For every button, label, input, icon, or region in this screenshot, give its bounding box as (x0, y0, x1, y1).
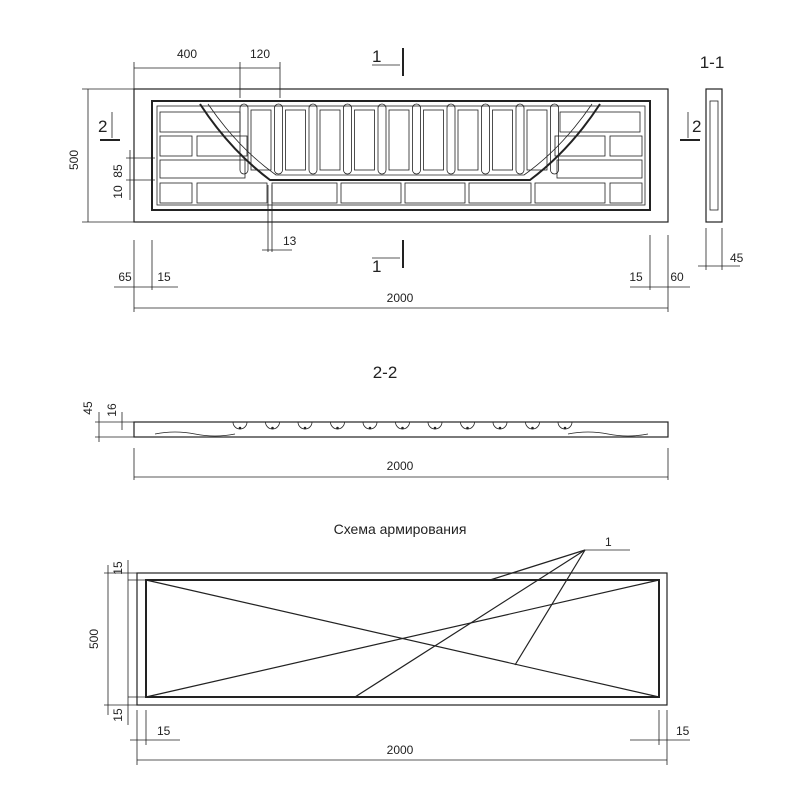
panel-cell (492, 109, 513, 171)
dim-13: 13 (283, 234, 297, 248)
plan-dimensions (82, 62, 690, 312)
cut-label-2-right: 2 (692, 117, 701, 136)
dim-15-left: 15 (157, 270, 171, 284)
rebar-dot (466, 426, 469, 430)
rib (550, 103, 559, 175)
dim-2000-section-2: 2000 (387, 459, 414, 473)
rebar-dot (401, 426, 404, 430)
panel-cell (354, 109, 375, 171)
brick-relief (271, 182, 338, 204)
brick-relief (159, 111, 241, 133)
rib (412, 103, 421, 175)
rebar-dot (498, 426, 502, 430)
dim-45-section-2: 45 (81, 401, 95, 415)
brick-relief (196, 135, 248, 157)
rib (515, 103, 525, 175)
dim-2000-reinforcement: 2000 (387, 743, 414, 757)
panel-plan-view (133, 88, 669, 223)
dim-500: 500 (67, 150, 81, 170)
brick-relief (404, 182, 466, 204)
dim-400: 400 (177, 47, 197, 61)
rib (377, 103, 387, 175)
dim-500-reinforcement: 500 (87, 629, 101, 649)
section-1-1-title: 1-1 (700, 53, 725, 72)
cut-label-1-top: 1 (372, 47, 381, 66)
brick-relief (196, 182, 268, 204)
brick-relief (556, 159, 643, 179)
brick-relief (534, 182, 606, 204)
brick-relief (159, 135, 193, 157)
dim-15-right-reinforcement: 15 (676, 724, 690, 738)
panel-cell (457, 109, 479, 171)
rebar-callout-1: 1 (605, 535, 612, 549)
dim-16-section-2: 16 (105, 403, 119, 417)
rib (239, 103, 249, 175)
panel-cell (423, 109, 444, 171)
brick-relief (609, 135, 643, 157)
panel-cell (319, 109, 341, 171)
panel-cell (285, 109, 306, 171)
rebar-dot (531, 426, 534, 430)
dim-15-bottom: 15 (111, 708, 125, 722)
section-2-2-title: 2-2 (373, 363, 398, 382)
section-2-2-view (133, 421, 669, 438)
rib (308, 103, 318, 175)
reinforcement-scheme (136, 549, 668, 706)
dim-15-top: 15 (111, 561, 125, 575)
dim-15-right: 15 (629, 270, 643, 284)
brick-relief (468, 182, 532, 204)
brick-relief (159, 182, 193, 204)
dim-45-section-1: 45 (730, 251, 744, 265)
rebar-dot (336, 426, 339, 430)
dim-65: 65 (118, 270, 132, 284)
brick-relief (609, 182, 643, 204)
panel-cell (526, 109, 548, 171)
rib (446, 103, 456, 175)
panel-cell (250, 109, 272, 171)
reinforcement-title: Схема армирования (334, 521, 467, 537)
rib (481, 103, 490, 175)
rebar-dot (563, 426, 567, 430)
section-cut-markers (100, 48, 700, 268)
rebar-dot (433, 426, 437, 430)
brick-relief (559, 111, 641, 133)
brick-relief (159, 159, 246, 179)
rib (274, 103, 283, 175)
section-1-1-view (705, 88, 723, 223)
dim-15-left-reinforcement: 15 (157, 724, 171, 738)
rebar-dot (303, 426, 307, 430)
dim-120: 120 (250, 47, 270, 61)
rebar-dot (271, 426, 274, 430)
cut-label-2-left: 2 (98, 117, 107, 136)
dim-85: 85 (111, 164, 125, 178)
brick-relief (340, 182, 402, 204)
rebar-dot (238, 426, 242, 430)
rib (343, 103, 352, 175)
dim-2000-plan: 2000 (387, 291, 414, 305)
rebar-dot (368, 426, 372, 430)
panel-cell (388, 109, 410, 171)
dim-10: 10 (111, 185, 125, 199)
cut-label-1-bottom: 1 (372, 257, 381, 276)
brick-relief (554, 135, 606, 157)
dim-60: 60 (670, 270, 684, 284)
